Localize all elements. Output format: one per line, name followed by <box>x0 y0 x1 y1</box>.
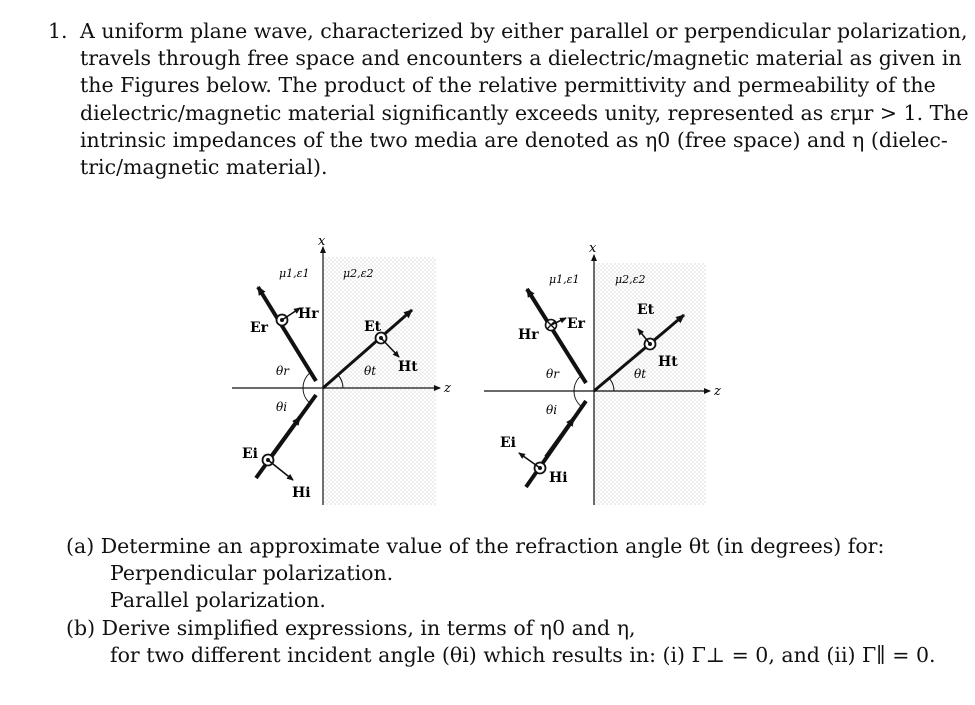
Hi-label: Hi <box>292 485 311 501</box>
problem-statement: 1. A uniform plane wave, characterized b… <box>48 18 969 181</box>
Ht-label: Ht <box>658 354 678 370</box>
Et-label: Et <box>364 319 382 335</box>
Ei-label: Ei <box>242 446 258 462</box>
medium1-label: μ1,ε1 <box>279 267 310 280</box>
Hr-vector <box>281 307 301 321</box>
problem-line-3: the Figures below. The product of the re… <box>80 73 936 98</box>
Er-label: Er <box>250 320 269 336</box>
theta-arc-i <box>573 390 583 408</box>
problem-text-1: A uniform plane wave, characterized by e… <box>80 19 968 43</box>
theta-i-label: θi <box>276 400 287 414</box>
axis-x-label: x <box>318 234 326 249</box>
incident-arrow <box>268 415 302 460</box>
problem-parts: (a) Determine an approximate value of th… <box>66 533 946 669</box>
Hr-label: Hr <box>298 306 319 322</box>
theta-arc-t <box>337 374 344 389</box>
theta-t-label: θt <box>634 367 646 381</box>
problem-line-6: tric/magnetic material). <box>80 155 328 180</box>
problem-line-4: dielectric/magnetic material significant… <box>80 100 969 125</box>
part-a: (a) Determine an approximate value of th… <box>66 534 885 558</box>
medium2-label: μ2,ε2 <box>343 267 374 280</box>
Er-label: Er <box>567 316 586 332</box>
Et-label: Et <box>637 302 655 318</box>
medium1-label: μ1,ε1 <box>549 273 580 286</box>
Et-vector <box>637 328 651 345</box>
reflected-ray <box>256 285 318 383</box>
Hi-vector <box>267 459 294 481</box>
Er-vector <box>550 317 567 326</box>
theta-arc-r <box>302 371 312 389</box>
theta-t-label: θt <box>364 364 376 378</box>
problem-line-2: travels through free space and encounter… <box>80 46 962 71</box>
theta-arc-t <box>608 377 615 392</box>
Ht-label: Ht <box>398 359 418 375</box>
axis-x-label: x <box>589 241 597 256</box>
part-b: (b) Derive simplified expressions, in te… <box>66 615 636 640</box>
axis-z-label: z <box>713 384 721 399</box>
problem-line-1: 1. A uniform plane wave, characterized b… <box>48 18 968 45</box>
theta-i-label: θi <box>546 403 557 417</box>
theta-arc-i <box>302 387 312 405</box>
theta-arc-r <box>573 374 583 392</box>
axis-z-label: z <box>443 381 451 396</box>
problem-number: 1. <box>48 19 68 43</box>
part-b-conditions: for two different incident angle (θi) wh… <box>110 642 936 667</box>
part-a-parallel: Parallel polarization. <box>110 588 326 613</box>
Hi-label: Hi <box>549 470 568 486</box>
reflected-ray <box>525 287 588 385</box>
theta-r-label: θr <box>276 364 290 378</box>
Ei-vector <box>518 452 541 469</box>
figure-parallel: x z μ1,ε1 μ2,ε2 Ei Hi Hr Er Et Ht θr θi … <box>484 241 721 505</box>
incident-arrow <box>544 416 576 459</box>
polarization-figures: x z μ1,ε1 μ2,ε2 Ei Hi Er Hr Et Ht θr θi … <box>232 234 721 505</box>
medium2-region <box>594 263 706 505</box>
Ei-label: Ei <box>500 435 516 451</box>
problem-line-5: intrinsic impedances of the two media ar… <box>80 127 948 152</box>
Ht-vector <box>380 337 400 358</box>
Hr-label: Hr <box>518 327 539 343</box>
medium2-label: μ2,ε2 <box>615 273 646 286</box>
theta-r-label: θr <box>546 367 560 381</box>
figure-perpendicular: x z μ1,ε1 μ2,ε2 Ei Hi Er Hr Et Ht θr θi … <box>232 234 451 505</box>
part-a-perpendicular: Perpendicular polarization. <box>110 561 394 586</box>
transmitted-ray <box>322 308 413 390</box>
medium2-region <box>323 257 436 505</box>
